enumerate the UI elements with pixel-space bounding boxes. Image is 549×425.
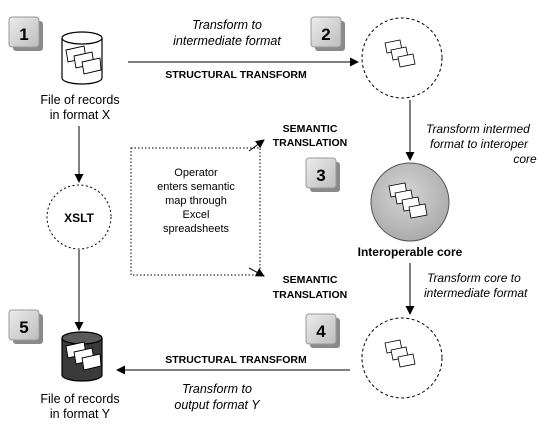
step-badge-3: 3: [305, 157, 340, 192]
semantic-upper-line2: TRANSLATION: [273, 137, 347, 149]
operator-line4: Excel: [183, 209, 210, 221]
core-documents-icon: [388, 182, 428, 219]
step-badge-4: 4: [305, 313, 340, 348]
operator-line5: spreadsheets: [163, 223, 230, 235]
step-number-3: 3: [316, 166, 325, 185]
target-documents-icon: [65, 341, 102, 371]
top-italic-line1: Transform to: [192, 18, 262, 32]
target-label-line2: in format Y: [50, 407, 111, 421]
step-number-1: 1: [19, 25, 28, 44]
target-label-line1: File of records: [40, 392, 119, 406]
right-upper-line1: Transform intermed: [426, 122, 530, 136]
target-database-icon: [61, 331, 103, 382]
intermediate-output-node: [361, 317, 443, 399]
operator-line3: map through: [165, 195, 227, 207]
intermediate-output-documents-icon: [384, 339, 416, 368]
intermediate-format-node: [361, 17, 443, 99]
core-label: Interoperable core: [358, 245, 463, 259]
right-upper-line3: core: [513, 152, 537, 166]
step-number-5: 5: [19, 318, 28, 337]
step-number-4: 4: [316, 322, 326, 341]
interoperable-core-node: [370, 162, 450, 242]
bottom-italic-line2: output format Y: [174, 398, 261, 412]
top-italic-line2: intermediate format: [173, 34, 281, 48]
xslt-label: XSLT: [64, 211, 94, 225]
right-upper-line2: format to interoper: [430, 137, 529, 151]
top-structural-label: STRUCTURAL TRANSFORM: [165, 69, 307, 81]
step-badge-5: 5: [8, 309, 43, 344]
source-database-icon: [61, 31, 103, 85]
step-badge-2: 2: [310, 16, 345, 51]
operator-line1: Operator: [174, 167, 218, 179]
arrow-semantic-upper: [248, 139, 265, 152]
intermediate-documents-icon: [384, 39, 416, 68]
step-number-2: 2: [321, 25, 330, 44]
operator-box: Operator enters semantic map through Exc…: [130, 147, 261, 276]
source-documents-icon: [65, 45, 102, 75]
right-lower-line2: intermediate format: [424, 286, 528, 300]
bottom-italic-line1: Transform to: [182, 382, 252, 396]
right-lower-line1: Transform core to: [427, 271, 521, 285]
operator-line2: enters semantic: [157, 181, 235, 193]
semantic-lower-line2: TRANSLATION: [273, 289, 347, 301]
semantic-upper-line1: SEMANTIC: [283, 123, 338, 135]
source-label-line1: File of records: [40, 93, 119, 107]
bottom-structural-label: STRUCTURAL TRANSFORM: [165, 354, 307, 366]
step-badge-1: 1: [8, 16, 43, 51]
xslt-node: XSLT: [46, 184, 112, 250]
arrow-semantic-lower: [248, 267, 265, 277]
semantic-lower-line1: SEMANTIC: [283, 274, 338, 286]
source-label-line2: in format X: [50, 108, 111, 122]
